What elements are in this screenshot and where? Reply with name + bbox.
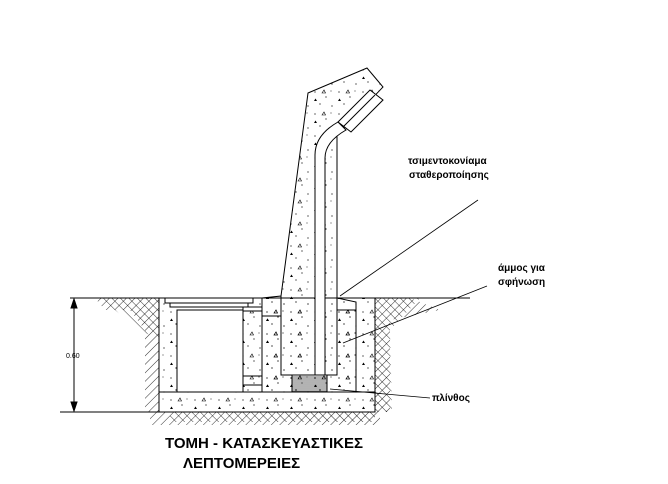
mortar-label-line1: τσιμεντοκονίαμα [408, 156, 487, 167]
dimension-line [70, 297, 78, 413]
soil-hatching [95, 298, 440, 425]
water-pipe [314, 121, 347, 376]
drawing-title-line1: ΤΟΜΗ - ΚΑΤΑΣΚΕΥΑΣΤΙΚΕΣ [165, 435, 363, 452]
dimension-label: 0.60 [66, 353, 80, 360]
sand-label-line2: σφήνωση [498, 277, 545, 288]
pit-outline [60, 297, 470, 413]
spout-head [337, 89, 384, 133]
manhole-box [164, 297, 263, 393]
leader-lines [329, 199, 488, 399]
sand-label-line1: άμμος για [498, 263, 546, 274]
brick-label: πλίνθος [432, 393, 470, 404]
mortar-label-line2: σταθεροποίησης [409, 170, 489, 181]
brick-plinth [291, 374, 328, 393]
drawing-title-line2: ΛΕΠΤΟΜΕΡΕΙΕΣ [183, 455, 300, 472]
